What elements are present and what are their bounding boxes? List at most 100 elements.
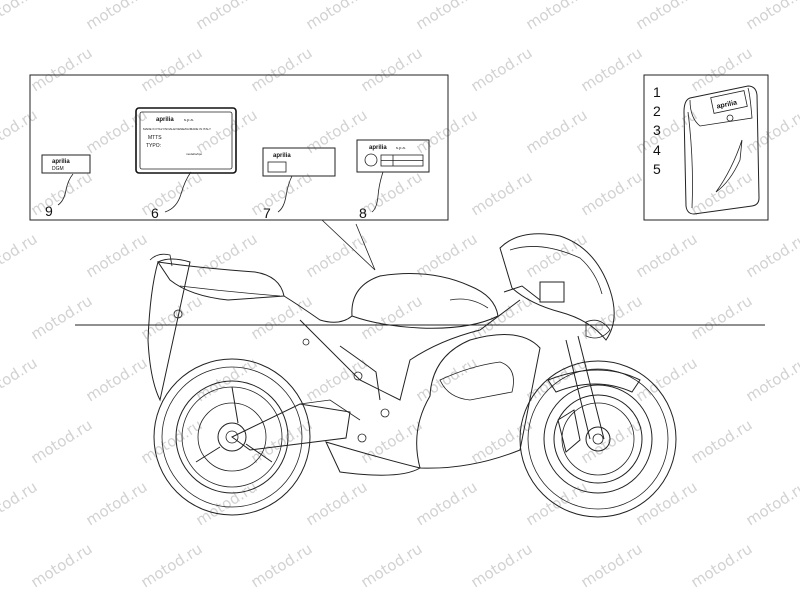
watermark-text: motod.ru bbox=[83, 0, 151, 33]
rear-tire-inner bbox=[161, 366, 303, 508]
front-axle bbox=[592, 433, 604, 445]
watermark-text: motod.ru bbox=[413, 354, 481, 406]
rear-tire-outer bbox=[153, 358, 311, 516]
callout-7: 7 bbox=[263, 205, 271, 221]
watermark-text: motod.ru bbox=[743, 230, 800, 282]
watermark-text: motod.ru bbox=[138, 44, 206, 96]
decal-9-text: DGM bbox=[52, 166, 64, 172]
watermark-text: motod.ru bbox=[28, 44, 96, 96]
watermark-text: motod.ru bbox=[633, 230, 701, 282]
watermark-text: motod.ru bbox=[28, 540, 96, 592]
watermark-text: motod.ru bbox=[0, 478, 40, 530]
watermark-text: motod.ru bbox=[468, 168, 536, 220]
watermark-text: motod.ru bbox=[688, 44, 756, 96]
watermark-text: motod.ru bbox=[468, 44, 536, 96]
fairing-vent bbox=[439, 361, 514, 401]
watermark-text: motod.ru bbox=[578, 168, 646, 220]
watermark-text: motod.ru bbox=[578, 292, 646, 344]
kit-box: 1 2 3 4 5 aprilia bbox=[643, 74, 769, 221]
decal-7-plate bbox=[262, 147, 336, 177]
decal-8-circle bbox=[364, 153, 378, 167]
tail-fairing bbox=[156, 261, 285, 301]
watermark-text: motod.ru bbox=[0, 354, 40, 406]
decal-6-company: s.p.a. bbox=[184, 117, 194, 122]
rear-wheel bbox=[153, 358, 311, 516]
watermark-text: motod.ru bbox=[413, 0, 481, 33]
front-tire-outer bbox=[519, 360, 677, 518]
watermark-text: motod.ru bbox=[633, 478, 701, 530]
watermark-text: motod.ru bbox=[523, 106, 591, 158]
fuel-tank bbox=[351, 273, 499, 329]
watermark-text: motod.ru bbox=[83, 230, 151, 282]
front-brake-disc bbox=[553, 394, 643, 484]
side-fairing bbox=[416, 334, 541, 469]
labels-box: aprilia DGM aprilia s.p.a. MADE IN ITALY… bbox=[29, 74, 449, 271]
watermark-text: motod.ru bbox=[743, 478, 800, 530]
decal-6-small: modello/tipo bbox=[186, 152, 203, 156]
pouch-fold bbox=[715, 139, 743, 193]
watermark-text: motod.ru bbox=[193, 106, 261, 158]
watermark-text: motod.ru bbox=[578, 540, 646, 592]
belly-pan bbox=[325, 441, 422, 476]
decal-8: aprilia s.p.a. bbox=[356, 139, 430, 173]
watermark-text: motod.ru bbox=[413, 106, 481, 158]
watermark-text: motod.ru bbox=[138, 540, 206, 592]
front-caliper bbox=[557, 409, 581, 453]
kit-number-1: 1 bbox=[653, 84, 661, 100]
callout-8: 8 bbox=[359, 205, 367, 221]
watermark-text: motod.ru bbox=[523, 230, 591, 282]
watermark-text: motod.ru bbox=[578, 44, 646, 96]
watermark-text: motod.ru bbox=[0, 0, 40, 33]
headlight bbox=[585, 319, 611, 339]
pouch-snap bbox=[726, 114, 734, 122]
watermark-text: motod.ru bbox=[303, 478, 371, 530]
frame-bolt-3 bbox=[357, 433, 367, 443]
tail-stripe bbox=[179, 285, 281, 297]
watermark-text: motod.ru bbox=[303, 0, 371, 33]
watermark-text: motod.ru bbox=[743, 0, 800, 33]
watermark-text: motod.ru bbox=[248, 540, 316, 592]
watermark-text: motod.ru bbox=[688, 416, 756, 468]
decal-6-inner bbox=[139, 111, 233, 170]
watermark-text: motod.ru bbox=[303, 106, 371, 158]
decal-8-company: s.p.a. bbox=[396, 145, 406, 150]
leader-9 bbox=[57, 173, 74, 206]
front-tire-inner bbox=[527, 368, 669, 510]
watermark-text: motod.ru bbox=[358, 540, 426, 592]
watermark-text: motod.ru bbox=[193, 230, 261, 282]
callout-6: 6 bbox=[151, 205, 159, 221]
decal-6: aprilia s.p.a. MADE IN ITALY/NOALE/VENEZ… bbox=[135, 107, 237, 174]
frame-bolt-4 bbox=[302, 338, 310, 346]
rear-axle bbox=[225, 430, 239, 444]
watermark-text: motod.ru bbox=[83, 354, 151, 406]
decal-8-plate bbox=[356, 139, 430, 173]
windscreen bbox=[509, 246, 603, 295]
hugger-bolt bbox=[173, 309, 183, 319]
watermark-text: motod.ru bbox=[358, 416, 426, 468]
leader-6 bbox=[164, 171, 192, 213]
rear-hub bbox=[217, 422, 247, 452]
fork-top-clamp bbox=[539, 281, 565, 303]
decal-6-brand: aprilia bbox=[156, 117, 174, 123]
watermark-text: motod.ru bbox=[28, 168, 96, 220]
labels-box-frame bbox=[29, 74, 449, 221]
watermark-text: motod.ru bbox=[0, 230, 40, 282]
watermark-text: motod.ru bbox=[633, 0, 701, 33]
watermark-text: motod.ru bbox=[743, 106, 800, 158]
watermark-text: motod.ru bbox=[688, 292, 756, 344]
watermark-text: motod.ru bbox=[248, 44, 316, 96]
decal-9: aprilia DGM bbox=[41, 154, 91, 174]
frame-lower bbox=[339, 345, 381, 401]
watermark-text: motod.ru bbox=[138, 416, 206, 468]
watermark-text: motod.ru bbox=[358, 44, 426, 96]
frame-bolt-1 bbox=[353, 371, 363, 381]
frame-bolt-2 bbox=[380, 408, 390, 418]
labels-box-pointer bbox=[321, 219, 376, 271]
watermark-text: motod.ru bbox=[303, 230, 371, 282]
watermark-text: motod.ru bbox=[83, 478, 151, 530]
front-forks bbox=[565, 335, 605, 440]
decal-6-mtts: MTTS bbox=[148, 135, 162, 141]
watermark-text: motod.ru bbox=[248, 292, 316, 344]
